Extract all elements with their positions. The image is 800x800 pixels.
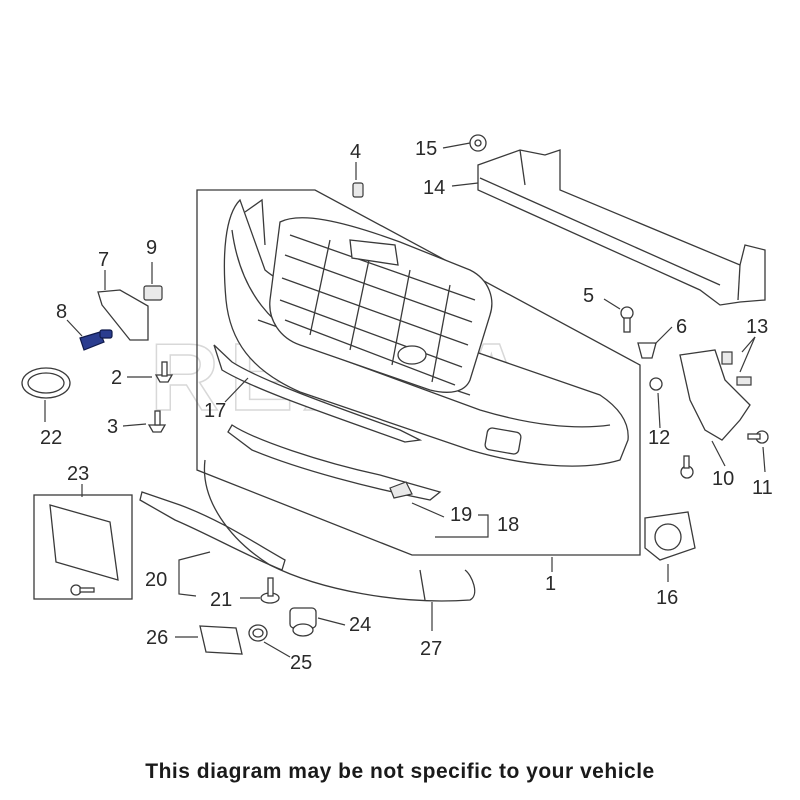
nut-15: [469, 134, 487, 152]
callout-17: 17: [204, 400, 226, 422]
callout-19: 19: [450, 504, 472, 526]
callout-21: 21: [210, 589, 232, 611]
callout-25: 25: [290, 652, 312, 674]
ring-25-inner: [252, 628, 264, 638]
callout-26: 26: [146, 627, 168, 649]
nut-12: [649, 377, 663, 391]
clip-13b: [736, 376, 752, 386]
sensor-holder-26: [199, 625, 243, 655]
callout-22: 22: [40, 427, 62, 449]
diagram-canvas: REXKA: [21, 134, 773, 674]
fastener-3: [147, 410, 167, 433]
clip-19: [389, 481, 413, 499]
callout-23: 23: [67, 463, 89, 485]
callout-5: 5: [583, 285, 594, 307]
mounting-bracket-10: [679, 349, 751, 441]
callout-24: 24: [349, 614, 371, 636]
callout-8: 8: [56, 301, 67, 323]
callout-4: 4: [350, 141, 361, 163]
callout-7: 7: [98, 249, 109, 271]
bolt-5: [620, 306, 634, 333]
callout-3: 3: [107, 416, 118, 438]
callout-27: 27: [420, 638, 442, 660]
callout-1: 1: [545, 573, 556, 595]
clip-4: [352, 182, 364, 198]
reinforcement-beam-14: [477, 149, 766, 306]
plate-screw-23: [70, 584, 95, 596]
callout-11: 11: [752, 477, 773, 499]
callout-16: 16: [656, 587, 678, 609]
park-sensor-24: [289, 607, 317, 637]
callouts: 1 2 3 4 5 6 7 8 9 10 11 12 13 14 15 16 1…: [40, 138, 773, 674]
callout-2: 2: [111, 367, 122, 389]
callout-10: 10: [712, 468, 734, 490]
ring-25: [248, 624, 268, 642]
leader-lines: [44, 142, 766, 658]
callout-15: 15: [415, 138, 437, 160]
screw-21: [260, 577, 280, 604]
callout-20: 20: [145, 569, 167, 591]
lower-valance-19: [227, 424, 442, 501]
screw-8-highlighted: [79, 329, 113, 351]
emblem-inner: [27, 372, 65, 394]
fastener-2: [154, 361, 174, 383]
cap-6: [637, 342, 657, 359]
wire-harness-27: [203, 459, 476, 602]
bumper-assembly-frame: [196, 189, 641, 556]
callout-13: 13: [746, 316, 768, 338]
bolt-10: [680, 455, 694, 479]
grille: [269, 217, 493, 393]
plate-box-23: [33, 494, 133, 600]
callout-12: 12: [648, 427, 670, 449]
pad-9: [143, 285, 163, 301]
disclaimer-text: This diagram may be not specific to your…: [145, 760, 655, 783]
callout-14: 14: [423, 177, 445, 199]
clip-13a: [721, 351, 733, 365]
callout-18: 18: [497, 514, 519, 536]
plate-bracket-23: [49, 504, 119, 581]
bolt-11: [747, 430, 769, 444]
bracket-7: [97, 289, 149, 341]
callout-9: 9: [146, 237, 157, 259]
fog-bezel-16: [644, 511, 696, 561]
lower-deflector-17: [213, 344, 423, 443]
harness-lead: [419, 569, 426, 601]
callout-6: 6: [676, 316, 687, 338]
